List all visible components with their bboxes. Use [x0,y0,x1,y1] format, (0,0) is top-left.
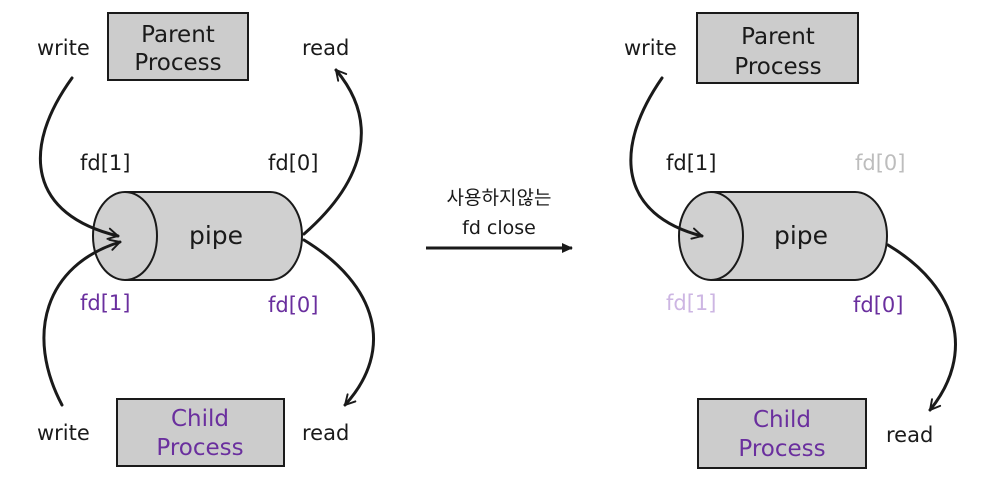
right-parent-process-line2: Process [734,54,821,80]
left-child-write-arrow [42,238,122,407]
right-pipe-inner-edge [710,191,744,281]
right-diagram: Parent Process Child Process pipe write … [624,12,957,469]
right-parent-fd1-label: fd[1] [666,151,716,175]
left-child-process-line1: Child [171,406,229,432]
right-parent-process-box [696,12,859,84]
left-parent-process-line1: Parent [141,22,215,48]
right-child-fd1-closed-label: fd[1] [666,291,716,315]
left-pipe-inner-edge [124,191,158,281]
right-pipe-label: pipe [774,221,828,250]
left-pipe-body [92,191,303,281]
right-parent-write-label: write [624,36,677,60]
left-child-fd1-label: fd[1] [80,291,130,315]
right-child-read-arrow [886,243,957,412]
left-parent-read-label: read [302,36,349,60]
right-parent-write-arrow [629,76,704,240]
left-child-process-line2: Process [156,435,243,461]
left-pipe-label: pipe [189,221,243,250]
right-child-process-line2: Process [738,436,825,462]
left-parent-write-label: write [37,36,90,60]
right-child-process-box [697,398,867,469]
right-child-fd0-label: fd[0] [853,293,903,317]
right-parent-process-line1: Parent [741,24,815,50]
middle-transition: 사용하지않는 fd close [426,187,573,253]
left-child-fd0-label: fd[0] [268,293,318,317]
right-pipe-body [678,191,888,281]
left-parent-read-arrow [302,68,363,236]
left-child-read-arrow [302,238,376,407]
left-parent-process-line2: Process [134,50,221,76]
right-child-read-label: read [886,423,933,447]
left-child-read-label: read [302,421,349,445]
left-child-process-box [116,398,285,467]
left-parent-process-box [107,12,249,81]
right-child-process-line1: Child [753,407,811,433]
left-child-write-label: write [37,421,90,445]
left-diagram: Parent Process Child Process pipe write … [37,12,376,467]
middle-label-line2: fd close [462,217,536,239]
left-parent-fd1-label: fd[1] [80,151,130,175]
right-parent-fd0-closed-label: fd[0] [855,151,905,175]
middle-label-line1: 사용하지않는 [447,187,552,209]
left-parent-fd0-label: fd[0] [268,151,318,175]
left-parent-write-arrow [39,76,120,240]
